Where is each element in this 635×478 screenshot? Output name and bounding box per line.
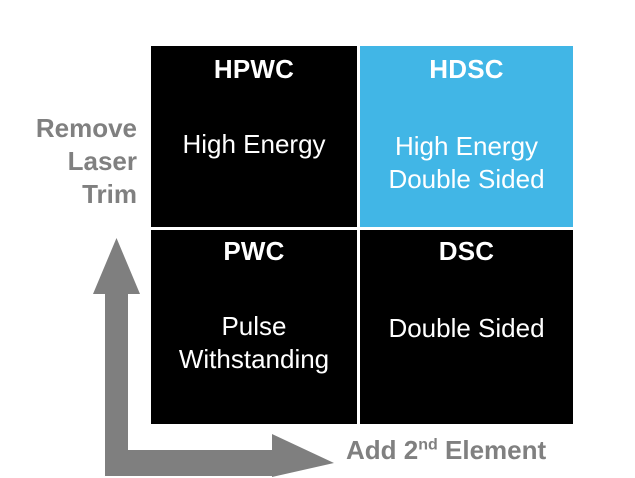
y-axis-label-line: Trim (82, 179, 137, 209)
quadrant-hpwc-title: HPWC (213, 54, 295, 84)
x-axis-label-prefix: Add 2 (346, 435, 419, 465)
quadrant-hdsc-body: High Energy Double Sided (360, 130, 573, 196)
x-axis-label-suffix: Element (437, 435, 547, 465)
x-axis-label-superscript: nd (418, 436, 438, 454)
quadrant-hdsc-body-line: High Energy (394, 131, 539, 161)
y-axis-label-line: Remove (35, 113, 137, 143)
quadrant-hdsc-title: HDSC (429, 54, 504, 84)
quadrant-pwc-title: PWC (223, 236, 285, 266)
right-arrow-icon (105, 434, 334, 477)
quadrant-pwc-body-line: Withstanding (178, 344, 330, 374)
y-axis-label-line: Laser (67, 146, 137, 176)
quadrant-dsc-title: DSC (438, 236, 495, 266)
up-arrow-icon (93, 238, 140, 452)
quadrant-dsc-body-line: Double Sided (388, 313, 545, 343)
quadrant-dsc-body: Double Sided (360, 312, 573, 345)
quadrant-pwc-body: Pulse Withstanding (151, 310, 357, 376)
quadrant-hpwc-body: High Energy (151, 128, 357, 161)
quadrant-hdsc-body-line: Double Sided (388, 164, 545, 194)
x-axis-label: Add 2nd Element (346, 434, 546, 467)
quadrant-hdsc[interactable]: HDSC High Energy Double Sided (360, 46, 573, 227)
quadrant-pwc[interactable]: PWC Pulse Withstanding (151, 230, 357, 424)
quadrant-dsc[interactable]: DSC Double Sided (360, 230, 573, 424)
y-axis-label: Remove Laser Trim (0, 112, 137, 211)
quadrant-hpwc-body-line: High Energy (182, 129, 326, 159)
quadrant-hpwc[interactable]: HPWC High Energy (151, 46, 357, 227)
quadrant-pwc-body-line: Pulse (221, 311, 287, 341)
